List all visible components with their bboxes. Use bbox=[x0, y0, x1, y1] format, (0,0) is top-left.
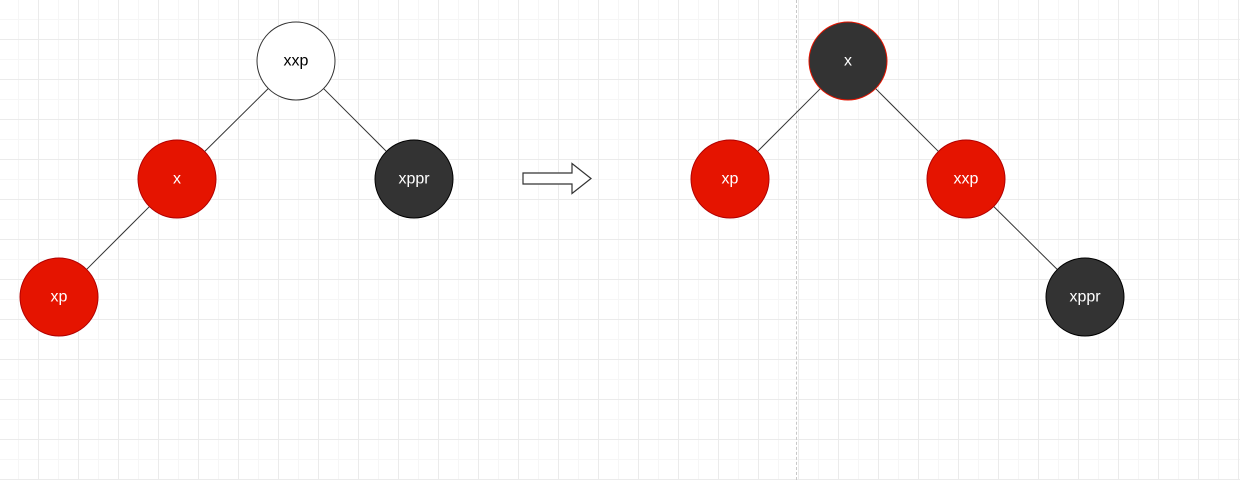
tree-node-xp[interactable]: xp bbox=[19, 257, 99, 337]
node-circle bbox=[926, 139, 1006, 219]
node-label: xxp bbox=[284, 53, 309, 70]
node-label: xp bbox=[722, 171, 739, 188]
node-label: xp bbox=[51, 289, 68, 306]
edge-x-xp bbox=[757, 88, 821, 152]
node-label: x bbox=[844, 53, 852, 70]
node-circle bbox=[19, 257, 99, 337]
tree-node-xppr[interactable]: xppr bbox=[1045, 257, 1125, 337]
page-divider bbox=[796, 0, 797, 480]
node-circle bbox=[137, 139, 217, 219]
node-label: xxp bbox=[954, 171, 979, 188]
node-circle bbox=[1045, 257, 1125, 337]
node-label: x bbox=[173, 171, 181, 188]
tree-node-xppr[interactable]: xppr bbox=[374, 139, 454, 219]
tree-node-x[interactable]: x bbox=[137, 139, 217, 219]
node-circle bbox=[256, 21, 336, 101]
tree-node-xxp[interactable]: xxp bbox=[926, 139, 1006, 219]
node-label: xppr bbox=[1069, 289, 1101, 306]
edge-x-xp bbox=[86, 206, 150, 270]
edge-x-xxp bbox=[875, 88, 939, 152]
tree-node-xp[interactable]: xp bbox=[690, 139, 770, 219]
right-arrow-icon bbox=[522, 162, 592, 195]
node-circle bbox=[690, 139, 770, 219]
node-circle bbox=[374, 139, 454, 219]
tree-node-x[interactable]: x bbox=[808, 21, 888, 101]
node-label: xppr bbox=[398, 171, 430, 188]
tree-node-xxp[interactable]: xxp bbox=[256, 21, 336, 101]
node-circle bbox=[808, 21, 888, 101]
tree-before: xxp x xppr xp bbox=[19, 21, 454, 337]
edge-xxp-xppr bbox=[993, 206, 1058, 270]
edge-xxp-x bbox=[204, 88, 269, 152]
edge-xxp-xppr bbox=[323, 88, 387, 152]
